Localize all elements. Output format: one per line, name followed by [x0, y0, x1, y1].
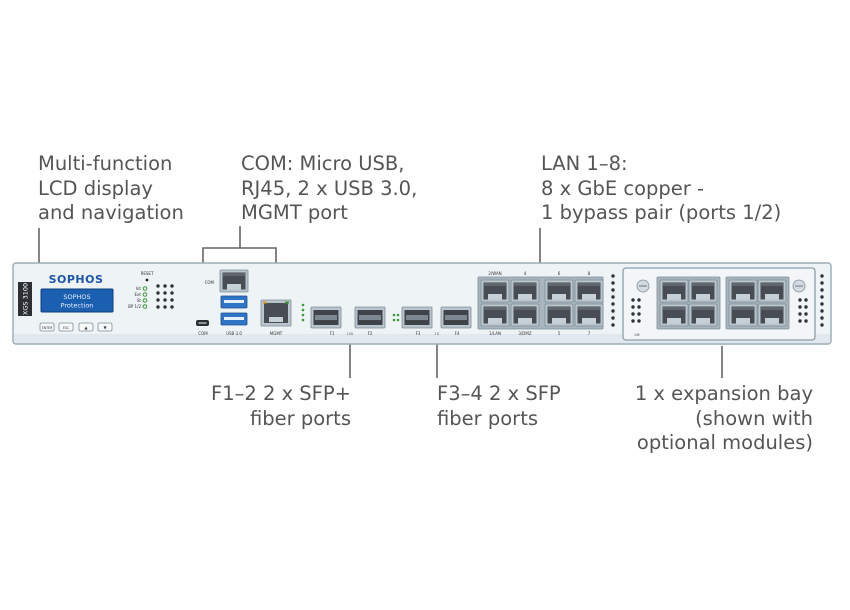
sfp-label-f1: F1	[330, 331, 335, 336]
callout-lcd-line: Multi-function	[38, 152, 173, 175]
down-arrow-icon: ▼	[103, 325, 107, 330]
lan-port-3[interactable]	[510, 303, 540, 327]
callout-bay-line: 1 x expansion bay	[634, 382, 813, 405]
lan-label-3: 3/DMZ	[518, 331, 531, 336]
sfp-plus-port-f1[interactable]	[310, 306, 342, 329]
callout-lcd-line: LCD display	[38, 176, 153, 200]
lan-port-4[interactable]	[510, 279, 540, 303]
up-arrow-icon: ▲	[84, 325, 88, 330]
module-port[interactable]	[659, 279, 689, 303]
usb-port-2[interactable]	[220, 312, 248, 326]
module-port[interactable]	[688, 303, 718, 327]
led-label-ext: Ext	[135, 292, 142, 297]
lan-label-8: 8	[588, 271, 591, 276]
callout-lan-line: 1 bypass pair (ports 1/2)	[541, 201, 782, 224]
esc-button[interactable]: ESC	[58, 322, 74, 332]
sfp-label-f3: F3	[416, 331, 421, 336]
callout-com-line: MGMT port	[241, 201, 348, 224]
model-tab: XGS 3100	[18, 282, 32, 316]
callout-f34-line: F3–4 2 x SFP	[437, 382, 561, 405]
callout-lan-line: 8 x GbE copper -	[541, 176, 705, 200]
callout-com-line: RJ45, 2 x USB 3.0,	[241, 176, 418, 200]
enter-button-label: ENTER	[42, 326, 53, 330]
led-label-int: Int	[136, 286, 142, 291]
module-port[interactable]	[757, 303, 787, 327]
reset-pinhole[interactable]	[145, 278, 149, 282]
reset-label: RESET	[141, 271, 154, 276]
expansion-module: LM	[631, 276, 808, 337]
lcd-line-1: SOPHOS	[63, 293, 90, 301]
callout-f34: F3–4 2 x SFP fiber ports	[437, 382, 561, 431]
lan-port-5[interactable]	[544, 303, 574, 327]
sfp-label-f2: F2	[368, 331, 373, 336]
led-ext	[142, 292, 148, 297]
usb-port-1[interactable]	[220, 295, 248, 309]
callout-lan-line: LAN 1–8:	[541, 152, 628, 175]
callout-lcd-line: and navigation	[38, 201, 184, 224]
callout-bay: 1 x expansion bay (shown with optional m…	[615, 382, 813, 456]
callout-bay-line: (shown with	[695, 406, 813, 430]
callout-f12-line: F1–2 2 x SFP+	[210, 382, 351, 405]
lcd-display: SOPHOS Protection	[40, 288, 114, 313]
module-label: LM	[635, 333, 640, 337]
lan-label-1: 1/LAN	[489, 331, 501, 336]
lan-port-6[interactable]	[544, 279, 574, 303]
enter-button[interactable]: ENTER	[39, 322, 55, 332]
lan-port-block	[477, 276, 604, 330]
up-button[interactable]: ▲	[78, 322, 94, 332]
callout-com-line: COM: Micro USB,	[241, 152, 405, 175]
lan-port-8[interactable]	[574, 279, 604, 303]
module-port[interactable]	[688, 279, 718, 303]
lan-label-6: 6	[558, 271, 561, 276]
mgmt-label: MGMT	[270, 331, 283, 336]
lan-label-5: 5	[558, 331, 561, 336]
lan-port-1[interactable]	[480, 303, 510, 327]
lan-label-2: 2/WAN	[488, 271, 501, 276]
lan-label-7: 7	[588, 331, 591, 336]
lan-label-4: 4	[524, 271, 527, 276]
com-label: COM	[205, 280, 215, 285]
led-int	[142, 286, 148, 291]
module-port[interactable]	[757, 279, 787, 303]
module-port[interactable]	[728, 303, 758, 327]
callout-f12-line: fiber ports	[249, 406, 351, 430]
esc-button-label: ESC	[63, 326, 70, 330]
callout-f12: F1–2 2 x SFP+ fiber ports	[196, 382, 351, 431]
down-button[interactable]: ▼	[97, 322, 113, 332]
status-leds: RESET Int Ext St BP 1/2	[128, 271, 154, 309]
sfp-leds	[392, 313, 400, 322]
micro-com-label: COM	[198, 331, 208, 336]
led-bp	[142, 304, 148, 309]
callout-com: COM: Micro USB, RJ45, 2 x USB 3.0, MGMT …	[241, 152, 417, 226]
sfp-plus-port-f2[interactable]	[354, 306, 386, 329]
micro-usb-port[interactable]	[196, 320, 209, 326]
module-port[interactable]	[728, 279, 758, 303]
module-port[interactable]	[659, 303, 689, 327]
led-label-st: St	[137, 298, 142, 303]
lan-port-7[interactable]	[574, 303, 604, 327]
lan-port-2[interactable]	[480, 279, 510, 303]
usb-label: USB 3.0	[226, 331, 242, 336]
callout-bay-line: optional modules)	[636, 431, 813, 454]
sfp-port-f3[interactable]	[401, 306, 433, 329]
nav-buttons: ENTER ESC ▲ ▼	[39, 322, 113, 332]
com-rj45-port[interactable]	[219, 269, 249, 293]
callout-lcd: Multi-function LCD display and navigatio…	[38, 152, 184, 226]
model-label: XGS 3100	[22, 283, 30, 315]
brand-logo: SOPHOS	[49, 273, 104, 286]
callout-lan: LAN 1–8: 8 x GbE copper - 1 bypass pair …	[541, 152, 781, 226]
callout-f34-line: fiber ports	[437, 406, 539, 430]
led-label-bp: BP 1/2	[128, 304, 141, 309]
mgmt-port[interactable]	[260, 299, 292, 327]
lcd-line-2: Protection	[61, 302, 94, 310]
sfp-plus-speed-label: 10G	[347, 332, 354, 336]
led-st	[142, 298, 148, 303]
sfp-label-f4: F4	[455, 331, 460, 336]
sfp-port-f4[interactable]	[440, 306, 472, 329]
sfp-plus-leds	[301, 303, 305, 322]
sfp-speed-label: 1G	[435, 332, 440, 336]
